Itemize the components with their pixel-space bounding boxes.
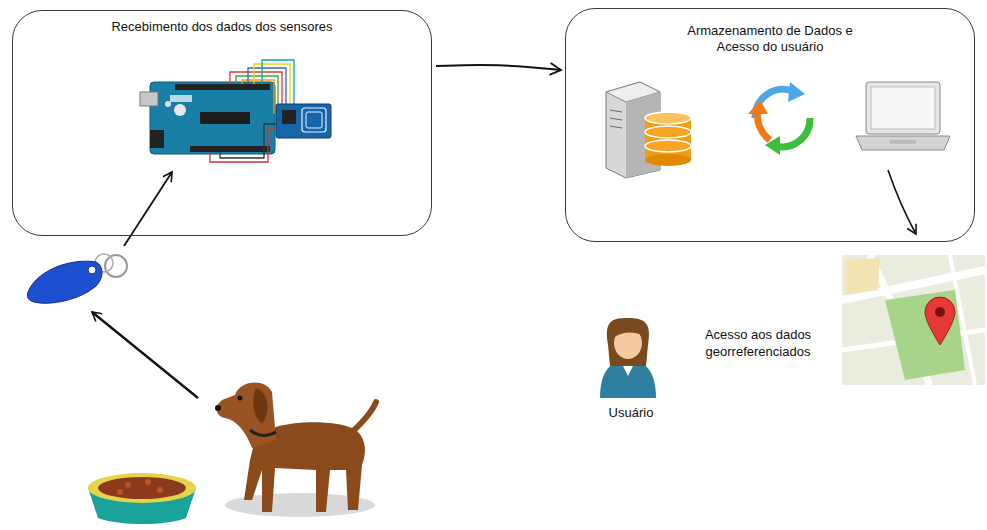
- flow-arrow: [92, 312, 198, 398]
- flow-arrow: [888, 170, 916, 234]
- flow-arrow: [436, 65, 561, 70]
- database-icon: [645, 112, 691, 166]
- rfid-module: [276, 104, 331, 138]
- arduino-board: [140, 82, 275, 154]
- laptop-icon: [856, 82, 950, 150]
- panel-heading: Armazenamento de Dados e Acesso do usuár…: [680, 23, 860, 55]
- dog-illustration: [215, 383, 376, 517]
- group-panel: Armazenamento de Dados e Acesso do usuár…: [565, 8, 975, 242]
- panel-heading: Recebimento dos dados dos sensores: [102, 19, 342, 35]
- food-bowl: [88, 473, 196, 524]
- group-panel: Recebimento dos dados dos sensores: [12, 10, 432, 236]
- note-label: Acesso aos dados georreferenciados: [688, 326, 828, 360]
- map-illustration: [842, 255, 985, 385]
- rfid-keyfob: [27, 254, 127, 303]
- user-icon: [600, 318, 656, 398]
- sync-arrows: [748, 82, 810, 155]
- user-label: Usuário: [596, 404, 666, 421]
- flow-arrow: [124, 172, 172, 246]
